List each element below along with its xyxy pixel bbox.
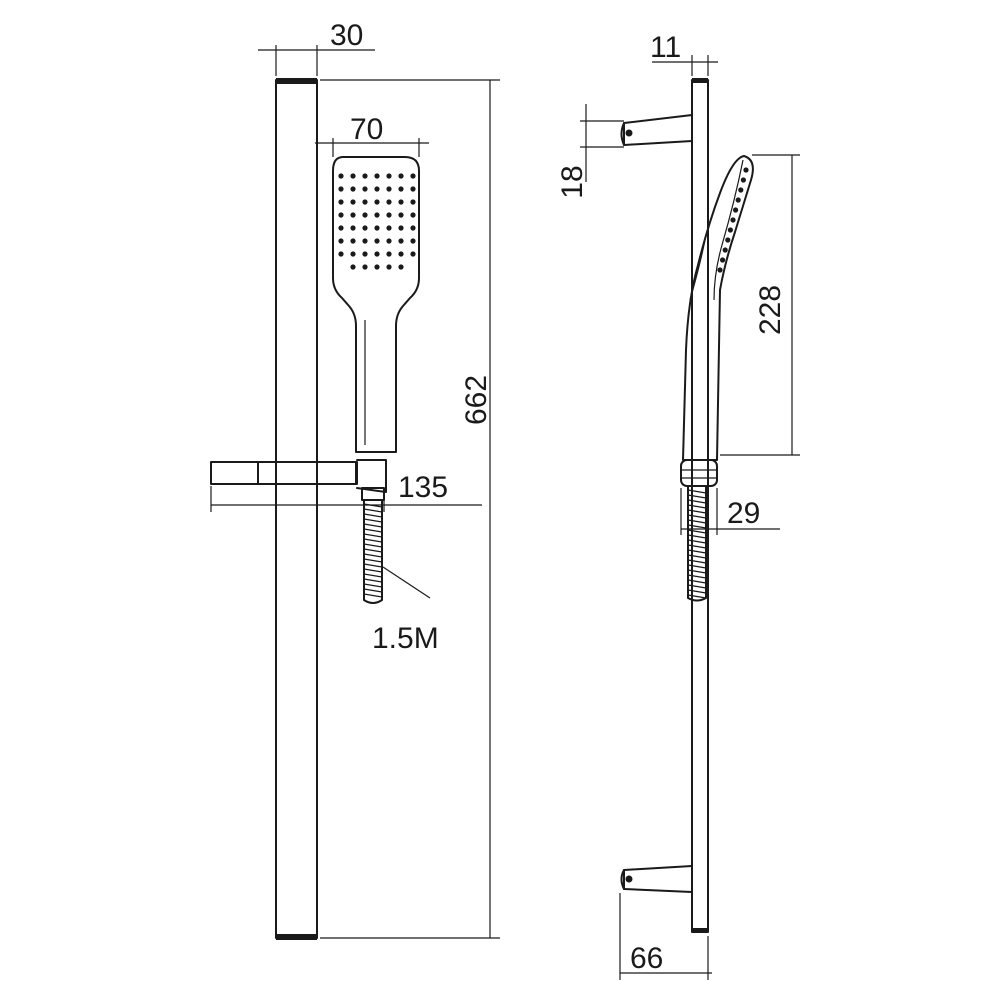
spray-nozzle: [398, 238, 404, 244]
spray-nozzle: [374, 199, 380, 205]
dim-rail-length: 662: [320, 79, 500, 939]
front-slider: [210, 459, 387, 501]
side-spray-nozzle: [720, 257, 726, 263]
dim-rail-width: 30: [258, 19, 375, 76]
spray-nozzle: [386, 173, 392, 179]
side-holder: [680, 459, 718, 487]
spray-nozzle: [374, 186, 380, 192]
spray-nozzle: [386, 238, 392, 244]
dim-bracket-thickness-label: 18: [556, 165, 589, 198]
spray-nozzle: [398, 225, 404, 231]
spray-nozzle: [386, 225, 392, 231]
spray-nozzle: [338, 251, 344, 257]
spray-nozzle: [410, 199, 416, 205]
spray-nozzle: [338, 173, 344, 179]
spray-nozzle: [374, 238, 380, 244]
dim-bracket-thickness: 18: [556, 104, 624, 199]
side-spray-nozzle: [722, 247, 728, 253]
front-hose: [363, 499, 383, 604]
spray-nozzle: [374, 264, 380, 270]
spray-nozzle: [374, 173, 380, 179]
dim-bracket-depth-label: 66: [630, 942, 663, 975]
side-hand-shower: [682, 155, 754, 461]
dim-rail-length-label: 662: [460, 375, 493, 425]
dim-slider-length: 135: [210, 471, 482, 512]
spray-nozzle: [338, 225, 344, 231]
spray-nozzle: [386, 186, 392, 192]
spray-nozzle: [386, 251, 392, 257]
spray-nozzle: [398, 251, 404, 257]
side-spray-nozzle: [733, 207, 739, 213]
spray-nozzle: [350, 264, 356, 270]
dim-head-width-label: 70: [350, 113, 383, 146]
side-spray-nozzle: [727, 227, 734, 233]
side-bottom-bracket: [620, 865, 693, 893]
spray-nozzle: [374, 251, 380, 257]
side-view: 11 18 228 29 66: [556, 31, 800, 980]
spray-nozzle-grid: [338, 173, 416, 270]
side-spray-nozzle: [743, 167, 749, 173]
spray-nozzle: [338, 199, 344, 205]
dim-slider-length-label: 135: [398, 471, 448, 504]
spray-nozzle: [362, 199, 368, 205]
dim-holder-depth: 29: [680, 488, 780, 535]
front-view: 30 70 662 135 1.5M: [210, 19, 500, 940]
side-spray-nozzle: [725, 237, 731, 243]
spray-nozzle: [410, 173, 416, 179]
dim-rail-depth-label: 11: [650, 31, 681, 64]
side-spray-nozzle: [738, 187, 744, 193]
spray-nozzle: [362, 212, 368, 218]
spray-nozzle: [374, 212, 380, 218]
spray-nozzle: [338, 212, 344, 218]
spray-nozzle: [350, 199, 356, 205]
spray-nozzle: [398, 199, 404, 205]
spray-nozzle: [410, 186, 416, 192]
spray-nozzle: [410, 212, 416, 218]
spray-nozzle: [338, 238, 344, 244]
dim-bracket-depth: 66: [619, 893, 712, 980]
spray-nozzle: [386, 264, 392, 270]
spray-nozzle: [398, 212, 404, 218]
spray-nozzle: [410, 251, 416, 257]
dim-head-width: 70: [315, 113, 429, 157]
spray-nozzle: [386, 212, 392, 218]
spray-nozzle: [362, 251, 368, 257]
spray-nozzle: [374, 225, 380, 231]
side-nozzle-row: [717, 167, 749, 273]
side-spray-nozzle: [740, 177, 747, 183]
spray-nozzle: [338, 186, 344, 192]
side-hose: [687, 485, 707, 602]
spray-nozzle: [362, 173, 368, 179]
spray-nozzle: [350, 251, 356, 257]
side-spray-nozzle: [717, 267, 723, 273]
front-rail: [275, 78, 318, 940]
spray-nozzle: [362, 225, 368, 231]
side-top-bracket: [620, 114, 693, 146]
spray-nozzle: [350, 225, 356, 231]
spray-nozzle: [362, 186, 368, 192]
spray-nozzle: [398, 264, 404, 270]
spray-nozzle: [398, 186, 404, 192]
dim-rail-width-label: 30: [330, 19, 363, 52]
spray-nozzle: [386, 199, 392, 205]
spray-nozzle: [362, 238, 368, 244]
dim-head-length-label: 228: [754, 285, 787, 335]
hose-length-label: 1.5M: [372, 622, 439, 655]
dim-head-length: 228: [720, 154, 800, 456]
spray-nozzle: [362, 264, 368, 270]
spray-nozzle: [350, 238, 356, 244]
dim-holder-depth-label: 29: [727, 497, 760, 530]
spray-nozzle: [350, 173, 356, 179]
spray-nozzle: [410, 225, 416, 231]
side-spray-nozzle: [730, 217, 736, 223]
spray-nozzle: [398, 173, 404, 179]
hose-leader-line: [382, 566, 431, 599]
spray-nozzle: [350, 212, 356, 218]
dim-rail-depth: 11: [650, 31, 718, 76]
front-hand-shower: [332, 156, 420, 453]
spray-nozzle: [350, 186, 356, 192]
spray-nozzle: [410, 238, 416, 244]
side-spray-nozzle: [735, 197, 741, 203]
